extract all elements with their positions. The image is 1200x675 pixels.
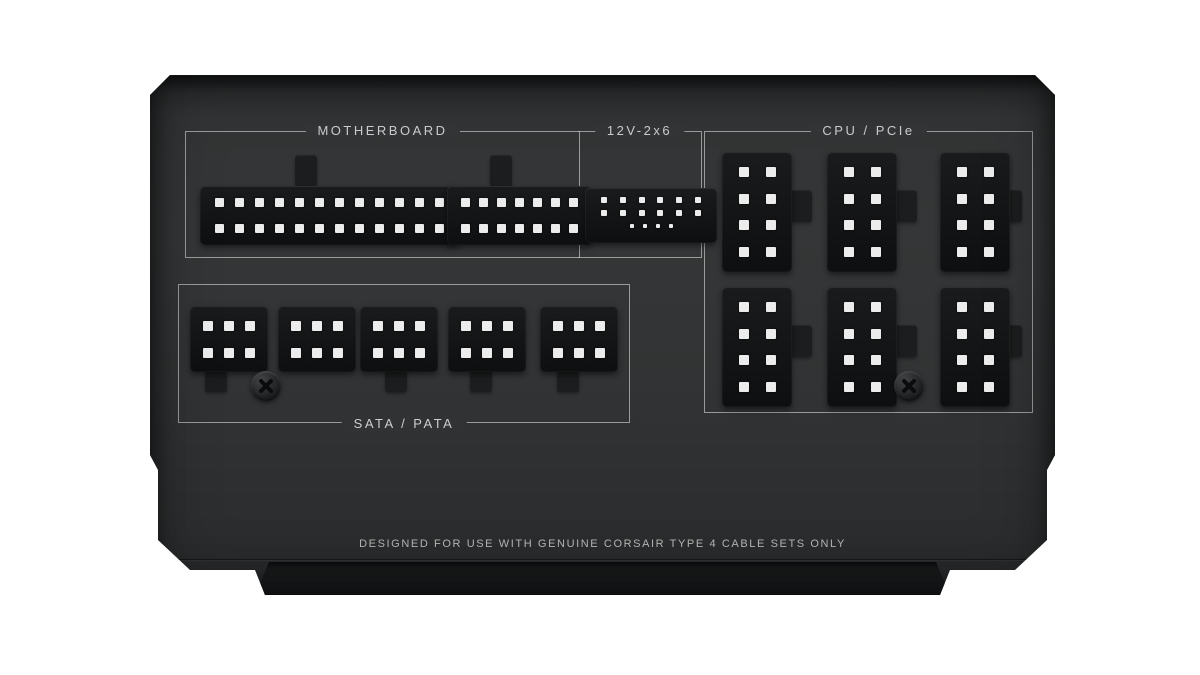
screw-icon bbox=[251, 371, 281, 401]
12v-2x6-section-label: 12V-2x6 bbox=[594, 123, 685, 138]
cpu-pcie-section-label: CPU / PCIe bbox=[810, 123, 927, 138]
cpu-pcie-connector bbox=[940, 287, 1010, 407]
sata-pata-connector bbox=[540, 306, 618, 372]
sata-pata-connector bbox=[360, 306, 438, 372]
mounting-tab bbox=[790, 190, 812, 222]
screw-icon bbox=[894, 371, 924, 401]
psu-modular-panel: MOTHERBOARD 12V-2x6 CPU / PCIe SATA / PA… bbox=[150, 75, 1055, 595]
mounting-tab bbox=[295, 155, 317, 187]
motherboard-section-outline: MOTHERBOARD bbox=[185, 123, 580, 258]
sata-pata-connector bbox=[278, 306, 356, 372]
mounting-tab bbox=[895, 190, 917, 222]
cpu-pcie-connector bbox=[940, 152, 1010, 272]
atx-main-connector bbox=[200, 186, 459, 245]
12v-2x6-connector bbox=[585, 188, 717, 243]
atx-aux-connector bbox=[447, 186, 592, 245]
motherboard-section-label: MOTHERBOARD bbox=[305, 123, 460, 138]
mounting-tab bbox=[490, 155, 512, 187]
sata-pata-section-outline: SATA / PATA bbox=[178, 284, 630, 431]
sata-pata-connector bbox=[448, 306, 526, 372]
cpu-pcie-section-outline: CPU / PCIe bbox=[704, 123, 1033, 413]
cpu-pcie-connector bbox=[827, 287, 897, 407]
mounting-tab bbox=[895, 325, 917, 357]
cpu-pcie-connector bbox=[827, 152, 897, 272]
sata-pata-connector bbox=[190, 306, 268, 372]
bottom-recess bbox=[255, 562, 950, 595]
sata-pata-section-label: SATA / PATA bbox=[341, 416, 467, 431]
cpu-pcie-connector bbox=[722, 287, 792, 407]
mounting-tab bbox=[790, 325, 812, 357]
panel-seam bbox=[160, 559, 1047, 560]
cpu-pcie-connector bbox=[722, 152, 792, 272]
cable-compatibility-note: DESIGNED FOR USE WITH GENUINE CORSAIR TY… bbox=[359, 538, 846, 550]
